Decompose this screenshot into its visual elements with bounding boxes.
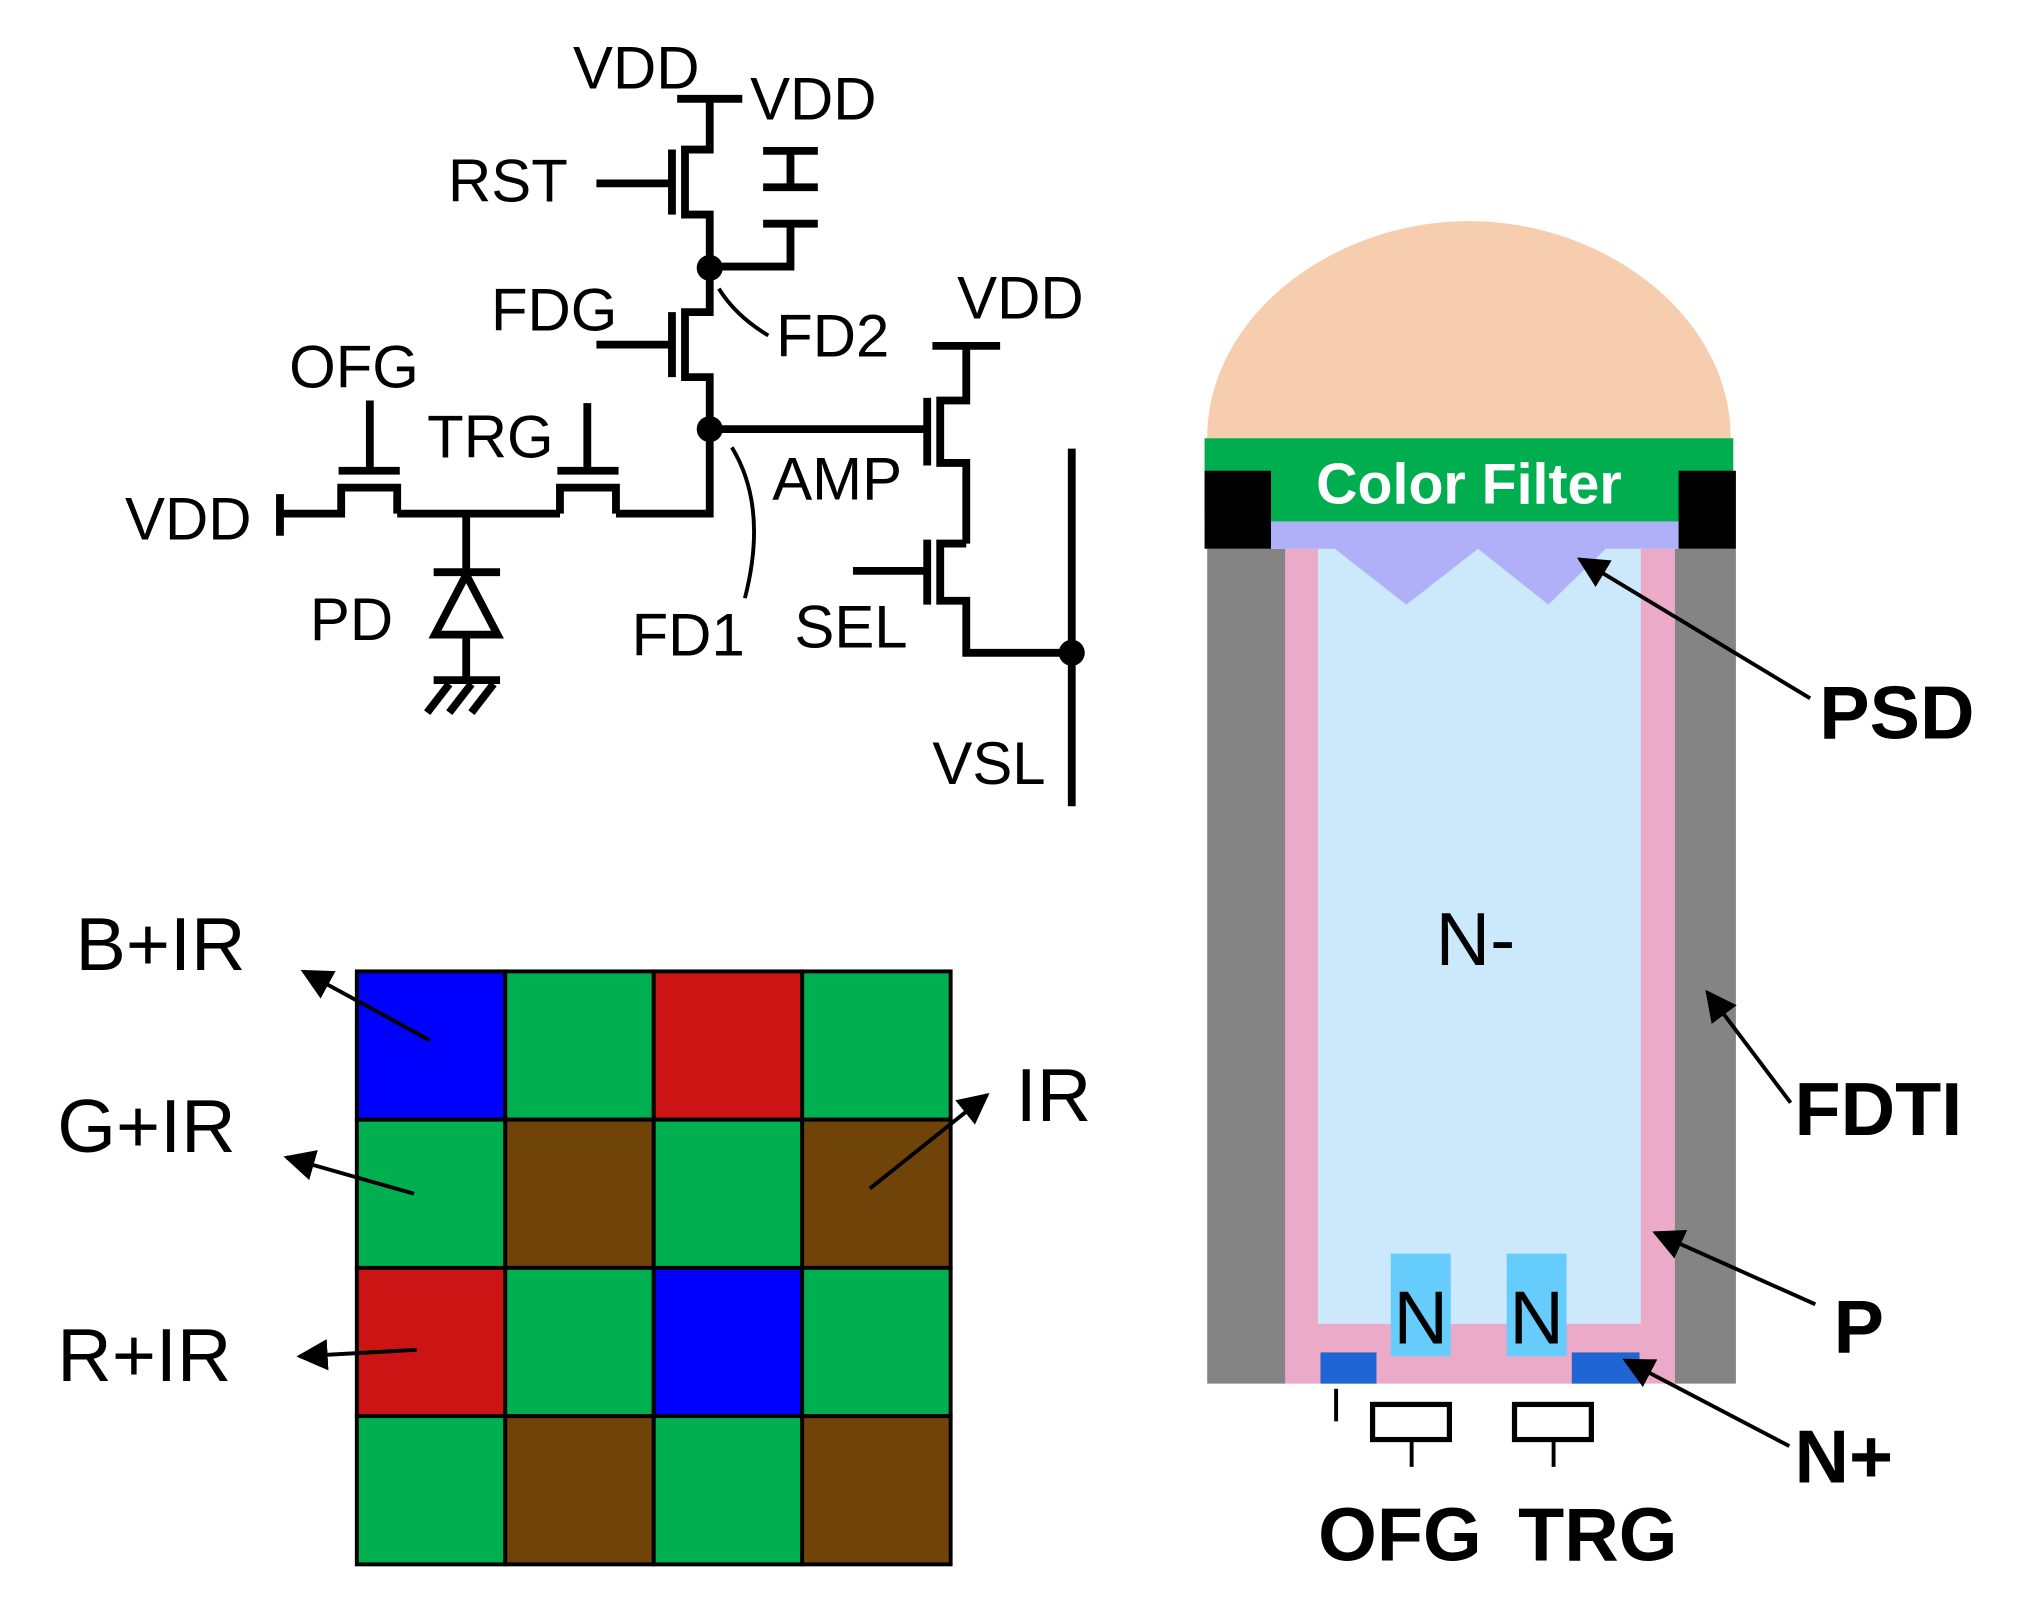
arrow-p [1652, 1230, 1817, 1307]
psd-layer [1269, 521, 1680, 605]
pixel-circuit: VDD VDD RST FDG FD2 VDD OFG TRG AMP VDD … [125, 34, 1085, 807]
label-fdg: FDG [491, 276, 617, 343]
label-n-minus: N- [1436, 897, 1516, 981]
cfa-cell-ir [503, 1117, 656, 1270]
amp-transistor [923, 342, 1001, 544]
cfa-cell-green [354, 1117, 508, 1270]
cfa-cell-green [800, 1265, 953, 1419]
rst-transistor [596, 94, 743, 267]
label-gate-trg: TRG [1518, 1493, 1677, 1577]
label-fdti: FDTI [1795, 1067, 1963, 1151]
label-gate-ofg: OFG [1318, 1493, 1482, 1577]
label-n-left: N [1393, 1275, 1448, 1359]
fd2-capacitor [709, 146, 818, 271]
arrow-g-ir [283, 1150, 415, 1196]
cfa-cell-green [354, 1414, 508, 1567]
cfa-cell-green [651, 1117, 805, 1270]
n-region-right [1506, 1253, 1567, 1357]
label-g-ir: G+IR [57, 1084, 235, 1168]
n-region-left [1390, 1253, 1451, 1357]
ground-icon [424, 676, 501, 716]
photodiode [428, 513, 504, 681]
fdg-transistor [596, 267, 714, 430]
fd2-node [696, 254, 723, 281]
fd1-pointer [730, 446, 757, 599]
arrow-ir [868, 1092, 990, 1191]
cfa-cell-green [651, 1414, 805, 1567]
cfa-cell-green [503, 1265, 656, 1419]
label-vdd-rst: VDD [573, 34, 699, 101]
ofg-transistor [276, 400, 402, 536]
color-filter [1204, 438, 1734, 522]
light-shield-left [1204, 470, 1271, 549]
arrow-fdti [1705, 989, 1793, 1104]
arrow-b-ir [300, 969, 431, 1043]
label-sel: SEL [794, 594, 907, 661]
label-vdd-ofg: VDD [125, 486, 251, 553]
label-psd: PSD [1819, 671, 1974, 755]
cfa-cell-red [651, 969, 805, 1122]
label-amp: AMP [772, 445, 902, 512]
label-p: P [1834, 1284, 1884, 1368]
label-trg: TRG [427, 404, 553, 471]
cfa-cell-red [354, 1265, 508, 1419]
cfa-cell-blue [651, 1265, 805, 1419]
label-vsl: VSL [932, 730, 1045, 797]
fdti-right [1674, 548, 1736, 1384]
sel-transistor [852, 539, 1071, 657]
arrow-r-ir [296, 1339, 417, 1371]
label-b-ir: B+IR [76, 902, 246, 986]
label-pd: PD [310, 586, 393, 653]
label-fd2: FD2 [776, 302, 889, 369]
n-plus-right [1571, 1352, 1640, 1384]
cfa-annotations: B+IR G+IR R+IR IR [57, 902, 1091, 1397]
gate-ofg [1334, 1388, 1453, 1467]
microlens [1207, 221, 1731, 439]
label-n-plus: N+ [1795, 1415, 1894, 1499]
label-vdd-cap: VDD [750, 66, 876, 133]
cfa-cell-blue [354, 969, 508, 1122]
cfa-grid [354, 969, 953, 1567]
light-shield-right [1678, 470, 1736, 549]
cfa-cell-ir [503, 1414, 656, 1567]
gate-trg [1511, 1401, 1594, 1467]
label-r-ir: R+IR [57, 1313, 231, 1397]
fd1-wire [615, 429, 714, 518]
arrow-n-plus [1622, 1358, 1791, 1448]
fd2-pointer [717, 287, 770, 338]
label-ir: IR [1016, 1053, 1092, 1137]
arrow-psd [1576, 557, 1812, 700]
color-filter-label: Color Filter [1316, 452, 1622, 516]
label-vdd-amp: VDD [957, 265, 1083, 332]
cfa-cell-green [800, 969, 953, 1122]
label-n-right: N [1509, 1275, 1564, 1359]
cfa-cell-green [503, 969, 656, 1122]
fdti-left [1207, 548, 1286, 1384]
label-rst: RST [448, 148, 568, 215]
label-ofg: OFG [289, 334, 419, 401]
label-fd1: FD1 [632, 601, 745, 668]
n-plus-left [1320, 1352, 1377, 1384]
n-minus-region [1317, 548, 1641, 1324]
trg-transistor [556, 403, 620, 514]
pixel-cross-section: Color Filter N N N- OFG TRG PSD FDTI P N… [1204, 221, 1975, 1577]
vsl-node [1058, 639, 1085, 666]
cfa-cell-ir [800, 1414, 953, 1567]
